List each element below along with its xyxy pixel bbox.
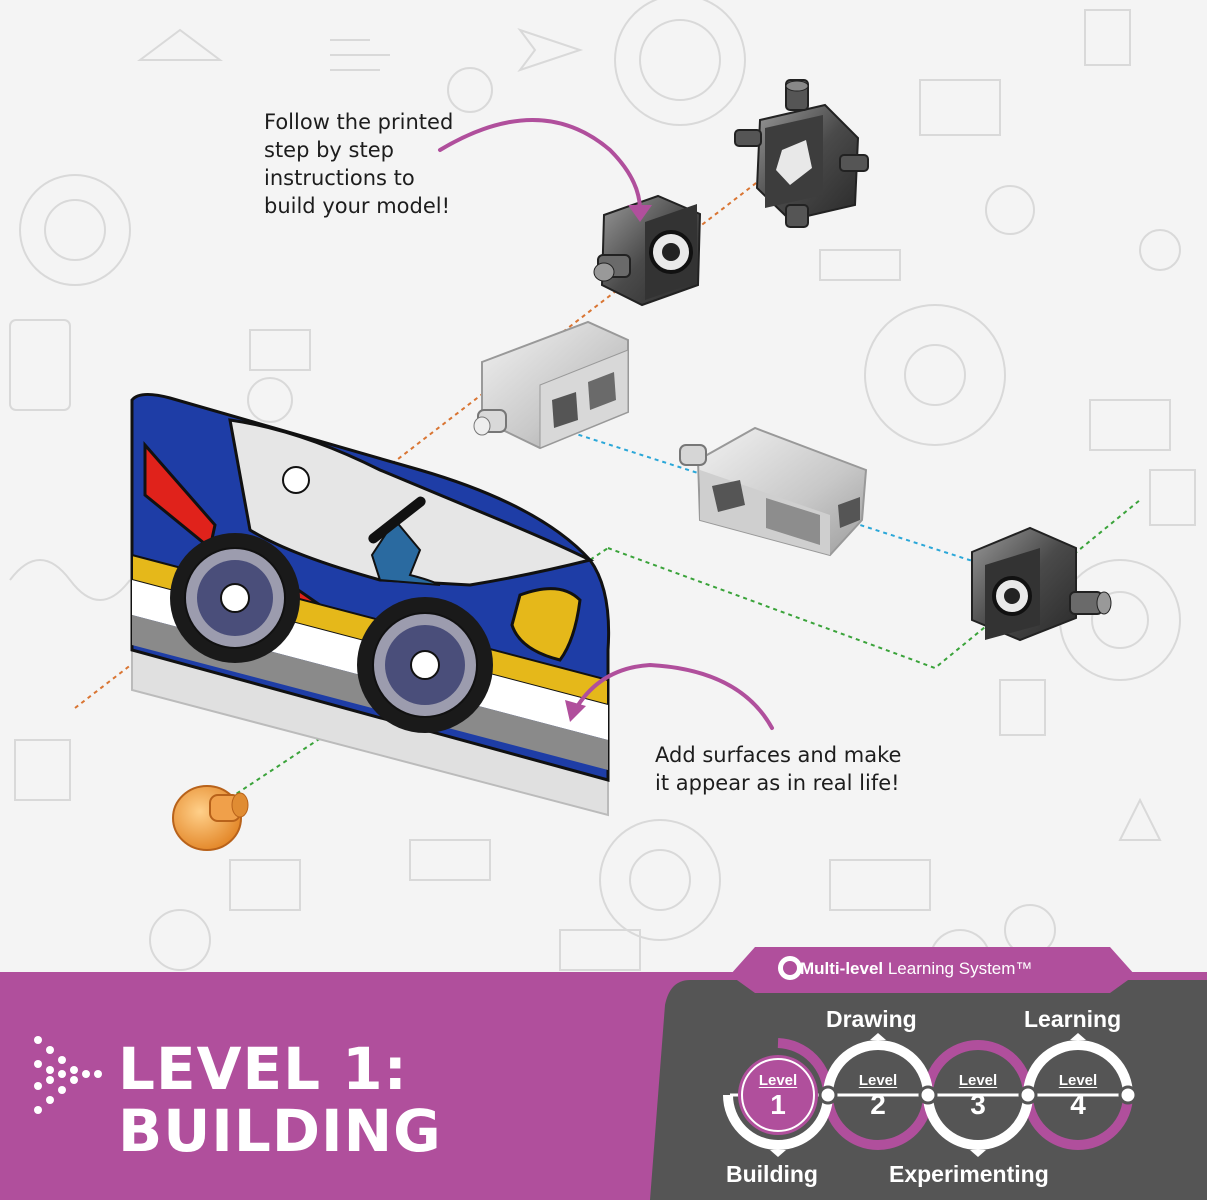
level-4-name: Learning xyxy=(1024,1006,1122,1032)
level-1-circle: Level 1 xyxy=(743,1072,813,1120)
level-title-line-2: BUILDING xyxy=(118,1097,442,1165)
level-2-name: Drawing xyxy=(826,1006,917,1032)
level-3-number: 3 xyxy=(970,1089,986,1120)
chevron-dots-icon xyxy=(34,1036,102,1114)
level-4-circle: Level 4 xyxy=(1043,1072,1113,1120)
instructions-callout: Follow the printed step by step instruct… xyxy=(264,110,454,218)
level-3-word: Level xyxy=(958,1072,998,1089)
right-dark-cube xyxy=(971,526,1112,642)
level-2-word: Level xyxy=(858,1072,898,1089)
orange-bolt xyxy=(172,785,249,851)
level-1-number: 1 xyxy=(770,1089,786,1120)
small-dark-cube xyxy=(593,194,702,307)
front-wheel xyxy=(357,597,493,733)
surfaces-callout: Add surfaces and make it appear as in re… xyxy=(655,743,902,795)
learning-system-header: Multi-level Learning System™ xyxy=(800,955,1032,983)
level-4-number: 4 xyxy=(1070,1089,1086,1120)
level-3-circle: Level 3 xyxy=(943,1072,1013,1120)
level-2-circle: Level 2 xyxy=(843,1072,913,1120)
light-double-connector xyxy=(473,320,629,450)
light-elongated-connector xyxy=(679,426,868,557)
level-4-word: Level xyxy=(1058,1072,1098,1089)
level-title: LEVEL 1: BUILDING xyxy=(118,1038,442,1162)
level-title-line-1: LEVEL 1: xyxy=(118,1035,408,1103)
header-bold: Multi-level xyxy=(800,959,884,978)
level-3-name: Experimenting xyxy=(889,1161,1049,1187)
header-rest: Learning System™ xyxy=(883,959,1033,978)
callout-arrows xyxy=(438,118,774,730)
dark-connector-cube xyxy=(734,79,869,228)
level-2-number: 2 xyxy=(870,1089,886,1120)
rear-wheel xyxy=(170,533,300,663)
car-panel xyxy=(130,393,611,817)
learning-system-panel xyxy=(650,947,1207,1200)
level-1-name: Building xyxy=(726,1161,818,1187)
level-1-word: Level xyxy=(758,1072,798,1089)
